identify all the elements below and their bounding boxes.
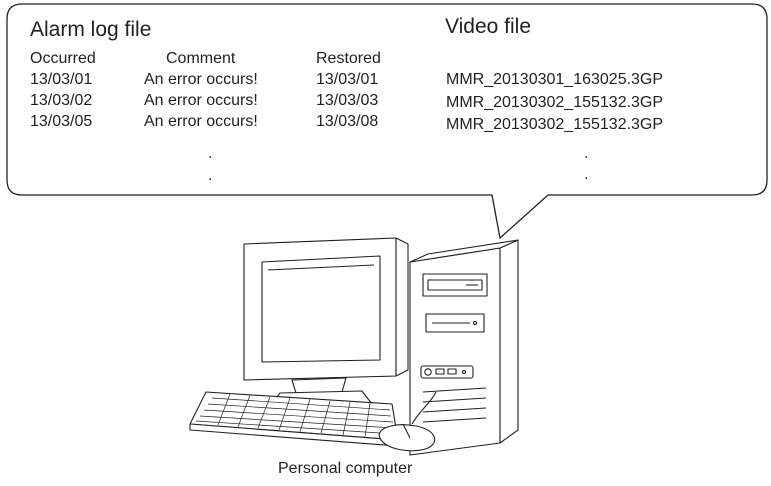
alarm-ellipsis-dot: .	[208, 167, 213, 184]
video-file-name: MMR_20130302_155132.3GP	[446, 116, 664, 133]
alarm-row-1-occurred: 13/03/01	[30, 71, 93, 88]
personal-computer-illustration	[189, 237, 519, 456]
video-ellipsis-dot: .	[584, 166, 589, 183]
column-header-occurred: Occurred	[30, 50, 96, 67]
video-file-title: Video file	[445, 15, 532, 38]
alarm-row-3-occurred: 13/03/05	[30, 113, 93, 130]
computer-caption: Personal computer	[278, 460, 413, 477]
alarm-row-2-comment: An error occurs!	[144, 92, 258, 109]
mouse	[378, 391, 437, 452]
column-header-restored: Restored	[316, 50, 381, 67]
alarm-row-2-occurred: 13/03/02	[30, 92, 93, 109]
alarm-row-1-restored: 13/03/01	[316, 71, 379, 88]
alarm-row-3-comment: An error occurs!	[144, 113, 258, 130]
alarm-row-2-restored: 13/03/03	[316, 92, 379, 109]
alarm-row-1-comment: An error occurs!	[144, 71, 258, 88]
keyboard	[189, 391, 399, 447]
video-file-name: MMR_20130301_163025.3GP	[446, 71, 664, 88]
monitor	[243, 237, 409, 407]
alarm-ellipsis-dot: .	[208, 145, 213, 162]
alarm-log-title: Alarm log file	[30, 18, 152, 41]
column-header-comment: Comment	[166, 50, 236, 67]
video-file-name: MMR_20130302_155132.3GP	[446, 94, 664, 111]
callout-bubble	[6, 3, 768, 240]
video-ellipsis-dot: .	[584, 145, 589, 162]
alarm-row-3-restored: 13/03/08	[316, 113, 379, 130]
tower-case	[409, 239, 519, 456]
